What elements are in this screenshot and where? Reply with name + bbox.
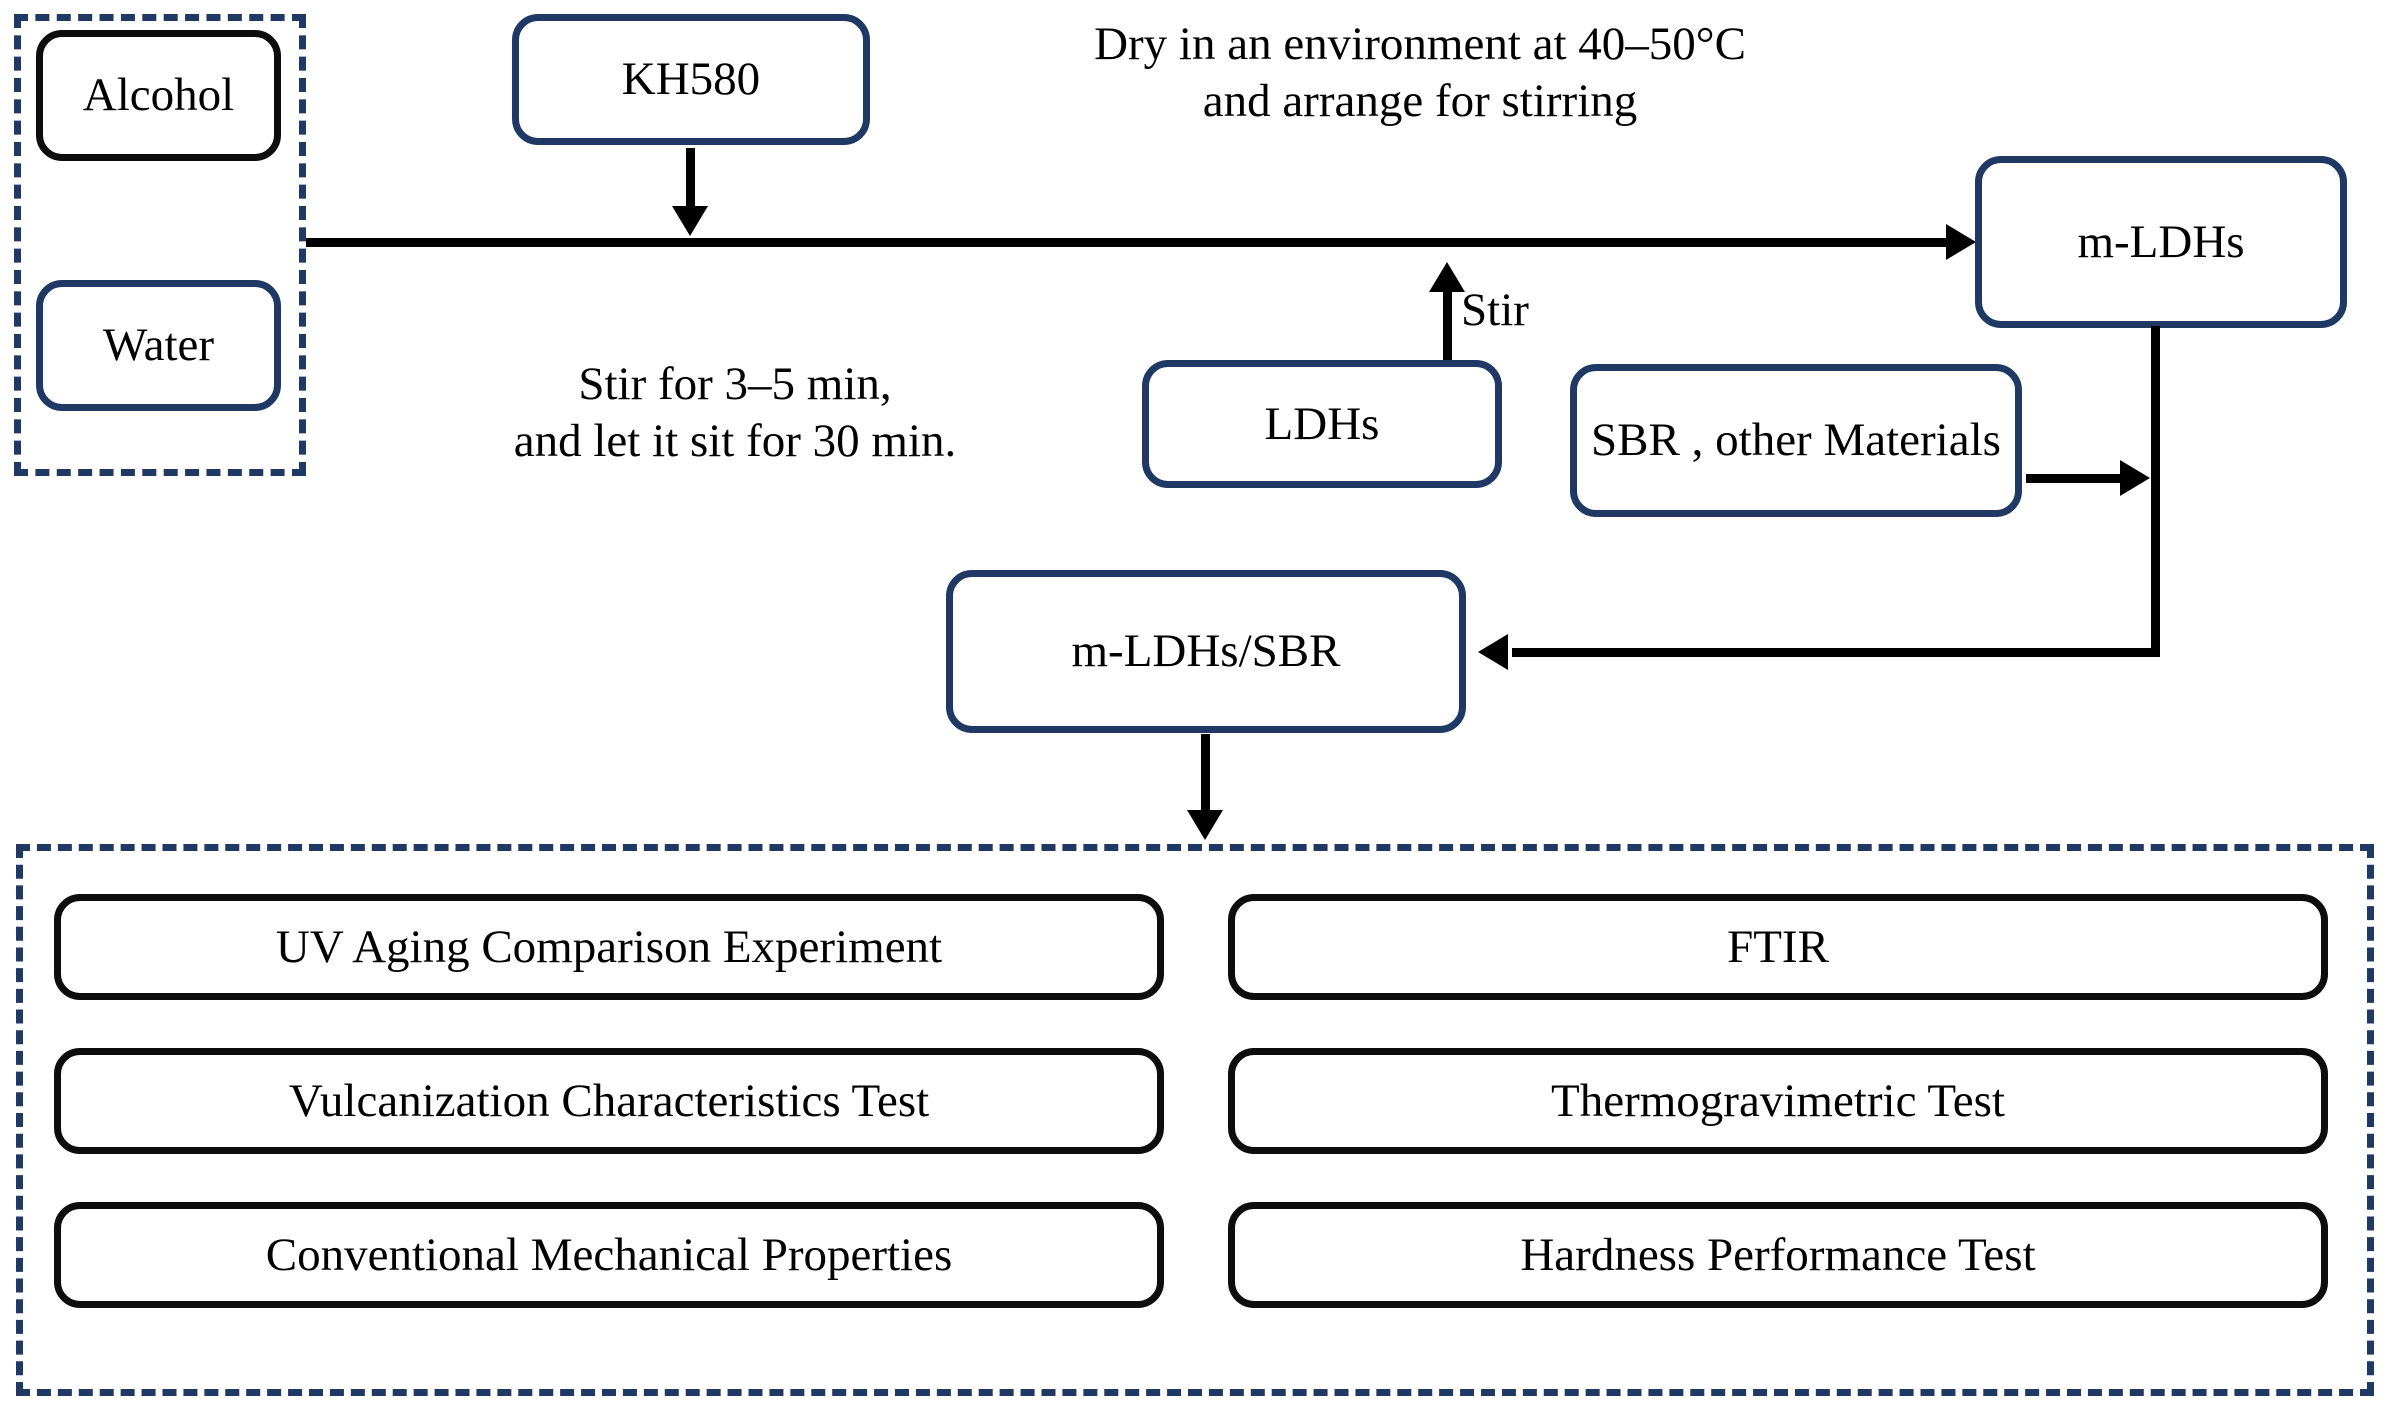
connector-sbr-arrowhead bbox=[2120, 460, 2150, 496]
connector-product-to-tests-stem bbox=[1201, 734, 1210, 812]
test-node-uv-aging-label: UV Aging Comparison Experiment bbox=[275, 921, 943, 973]
node-water[interactable]: Water bbox=[36, 280, 281, 411]
connector-product-arrowhead bbox=[1478, 634, 1508, 670]
test-node-mechanical-properties[interactable]: Conventional Mechanical Properties bbox=[54, 1202, 1164, 1308]
connector-main-line bbox=[306, 238, 1948, 247]
stir-sit-caption: Stir for 3–5 min, and let it sit for 30 … bbox=[513, 358, 957, 468]
drying-caption: Dry in an environment at 40–50°C and arr… bbox=[1094, 18, 1746, 128]
connector-kh580-stem bbox=[686, 148, 695, 210]
node-kh580-label: KH580 bbox=[621, 53, 761, 106]
test-node-thermogravimetric[interactable]: Thermogravimetric Test bbox=[1228, 1048, 2328, 1154]
node-m-ldhs-sbr-label: m-LDHs/SBR bbox=[1071, 625, 1341, 678]
node-m-ldhs-label: m-LDHs bbox=[2077, 215, 2245, 268]
node-alcohol[interactable]: Alcohol bbox=[36, 30, 281, 161]
connector-main-arrowhead bbox=[1946, 224, 1976, 260]
connector-kh580-arrowhead bbox=[672, 206, 708, 236]
connector-product-to-tests-arrowhead bbox=[1187, 810, 1223, 840]
test-node-ftir[interactable]: FTIR bbox=[1228, 894, 2328, 1000]
test-node-uv-aging[interactable]: UV Aging Comparison Experiment bbox=[54, 894, 1164, 1000]
node-m-ldhs[interactable]: m-LDHs bbox=[1975, 156, 2347, 328]
node-ldhs[interactable]: LDHs bbox=[1142, 360, 1502, 488]
node-m-ldhs-sbr[interactable]: m-LDHs/SBR bbox=[946, 570, 1466, 733]
node-water-label: Water bbox=[102, 319, 215, 372]
node-sbr-other-materials[interactable]: SBR , other Materials bbox=[1570, 364, 2022, 517]
node-alcohol-label: Alcohol bbox=[82, 69, 235, 122]
test-node-hardness-label: Hardness Performance Test bbox=[1520, 1229, 2036, 1281]
connector-mldhs-riser bbox=[2151, 326, 2160, 656]
test-node-thermogravimetric-label: Thermogravimetric Test bbox=[1551, 1075, 2005, 1127]
test-node-vulcanization[interactable]: Vulcanization Characteristics Test bbox=[54, 1048, 1164, 1154]
test-node-ftir-label: FTIR bbox=[1727, 921, 1829, 973]
test-node-mechanical-properties-label: Conventional Mechanical Properties bbox=[265, 1229, 953, 1281]
test-node-vulcanization-label: Vulcanization Characteristics Test bbox=[288, 1075, 930, 1127]
connector-ldhs-stem bbox=[1443, 290, 1452, 362]
node-kh580[interactable]: KH580 bbox=[512, 14, 870, 145]
raw-materials-group bbox=[14, 14, 306, 476]
node-ldhs-label: LDHs bbox=[1264, 397, 1380, 450]
connector-ldhs-arrowhead bbox=[1429, 262, 1465, 292]
connector-riser-to-product bbox=[1512, 648, 2160, 657]
connector-sbr-stem bbox=[2026, 474, 2122, 483]
test-node-hardness[interactable]: Hardness Performance Test bbox=[1228, 1202, 2328, 1308]
stir-label: Stir bbox=[1461, 284, 1529, 336]
tests-group bbox=[16, 844, 2374, 1396]
node-sbr-other-materials-label: SBR , other Materials bbox=[1591, 414, 2001, 467]
